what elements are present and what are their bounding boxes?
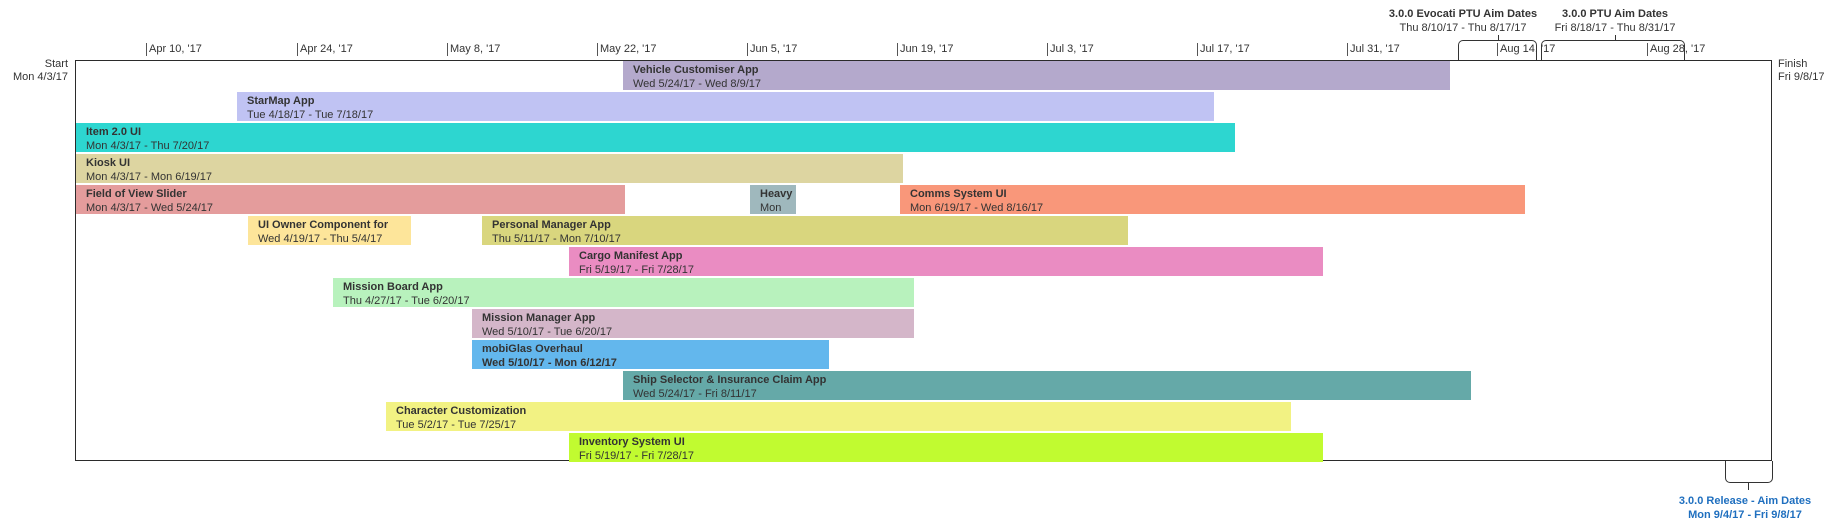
axis-tick-label: Jul 17, '17 [1200, 43, 1250, 55]
task-dates: Tue 5/2/17 - Tue 7/25/17 [396, 419, 517, 431]
gantt-chart-area: Vehicle Customiser App Wed 5/24/17 - Wed… [75, 60, 1772, 462]
task-bar-mission-manager-app[interactable]: Mission Manager App Wed 5/10/17 - Tue 6/… [472, 309, 914, 338]
task-bar-item-2-ui[interactable]: Item 2.0 UI Mon 4/3/17 - Thu 7/20/17 [76, 123, 1235, 152]
task-name: Personal Manager App [492, 219, 611, 231]
ptu-callout-dates: Fri 8/18/17 - Thu 8/31/17 [1554, 22, 1676, 34]
task-bar-starmap-app[interactable]: StarMap App Tue 4/18/17 - Tue 7/18/17 [237, 92, 1214, 121]
axis-tick-label: Apr 24, '17 [300, 43, 353, 55]
axis-tick-line [747, 43, 748, 56]
task-name: Field of View Slider [86, 188, 187, 200]
task-name: Cargo Manifest App [579, 250, 683, 262]
task-name: mobiGlas Overhaul [482, 343, 583, 355]
task-name: StarMap App [247, 95, 315, 107]
task-dates: Tue 4/18/17 - Tue 7/18/17 [247, 109, 374, 121]
task-bar-mission-board-app[interactable]: Mission Board App Thu 4/27/17 - Tue 6/20… [333, 278, 914, 307]
release-bracket [1725, 461, 1773, 483]
task-dates: Wed 5/10/17 - Tue 6/20/17 [482, 326, 613, 338]
task-name: Comms System UI [910, 188, 1007, 200]
task-bar-vehicle-customiser-app[interactable]: Vehicle Customiser App Wed 5/24/17 - Wed… [623, 61, 1450, 90]
task-dates: Fri 5/19/17 - Fri 7/28/17 [579, 264, 694, 276]
axis-tick-line [1047, 43, 1048, 56]
axis-tick-line [447, 43, 448, 56]
evocati-bracket [1458, 40, 1537, 61]
task-bar-comms-system-ui[interactable]: Comms System UI Mon 6/19/17 - Wed 8/16/1… [900, 185, 1525, 214]
task-dates: Wed 5/10/17 - Mon 6/12/17 [482, 357, 617, 369]
axis-tick-line [1347, 43, 1348, 56]
task-dates: Mon 6/19/17 - Wed 8/16/17 [910, 202, 1044, 214]
task-dates: Thu 4/27/17 - Tue 6/20/17 [343, 295, 470, 307]
task-name: Vehicle Customiser App [633, 64, 759, 76]
task-bar-ship-selector-insurance-claim-app[interactable]: Ship Selector & Insurance Claim App Wed … [623, 371, 1471, 400]
axis-tick-label: Jul 3, '17 [1050, 43, 1094, 55]
task-dates: Wed 4/19/17 - Thu 5/4/17 [258, 233, 383, 245]
axis-tick-label: Jul 31, '17 [1350, 43, 1400, 55]
task-bar-mobiglas-overhaul[interactable]: mobiGlas Overhaul Wed 5/10/17 - Mon 6/12… [472, 340, 829, 369]
task-dates: Wed 5/24/17 - Fri 8/11/17 [633, 388, 757, 400]
task-name: Item 2.0 UI [86, 126, 142, 138]
task-bar-field-of-view-slider[interactable]: Field of View Slider Mon 4/3/17 - Wed 5/… [76, 185, 625, 214]
evocati-callout[interactable]: 3.0.0 Evocati PTU Aim Dates Thu 8/10/17 … [1378, 7, 1548, 35]
task-dates: Fri 5/19/17 - Fri 7/28/17 [579, 450, 694, 462]
task-name: Character Customization [396, 405, 527, 417]
axis-tick-line [1197, 43, 1198, 56]
evocati-stem [1498, 35, 1499, 41]
finish-label: Finish [1778, 58, 1808, 70]
ptu-callout-title: 3.0.0 PTU Aim Dates [1562, 8, 1668, 20]
task-dates: Wed 5/24/17 - Wed 8/9/17 [633, 78, 762, 90]
axis-tick-line [597, 43, 598, 56]
task-bar-kiosk-ui[interactable]: Kiosk UI Mon 4/3/17 - Mon 6/19/17 [76, 154, 903, 183]
task-name: Ship Selector & Insurance Claim App [633, 374, 827, 386]
start-date: Mon 4/3/17 [12, 71, 68, 83]
task-name: Mission Board App [343, 281, 443, 293]
axis-tick-label: May 8, '17 [450, 43, 501, 55]
release-callout[interactable]: 3.0.0 Release - Aim Dates Mon 9/4/17 - F… [1660, 494, 1830, 522]
task-name: UI Owner Component for [258, 219, 389, 231]
release-callout-dates: Mon 9/4/17 - Fri 9/8/17 [1688, 509, 1802, 521]
task-bar-character-customization[interactable]: Character Customization Tue 5/2/17 - Tue… [386, 402, 1291, 431]
task-dates: Mon 4/3/17 - Wed 5/24/17 [86, 202, 213, 214]
task-bar-inventory-system-ui[interactable]: Inventory System UI Fri 5/19/17 - Fri 7/… [569, 433, 1323, 462]
task-bar-heavy[interactable]: Heavy Mon [750, 185, 796, 214]
task-dates: Mon 4/3/17 - Mon 6/19/17 [86, 171, 212, 183]
axis-tick-line [1647, 43, 1648, 56]
task-name: Inventory System UI [579, 436, 685, 448]
task-name: Heavy [760, 188, 793, 200]
task-dates: Mon [760, 202, 782, 214]
release-stem [1748, 483, 1749, 490]
axis-tick-label: Jun 5, '17 [750, 43, 798, 55]
axis-tick-label: Aug 28, '17 [1650, 43, 1706, 55]
ptu-bracket [1541, 40, 1685, 61]
start-marker: Start Mon 4/3/17 [0, 58, 68, 84]
ptu-stem [1615, 35, 1616, 41]
axis-tick-label: Apr 10, '17 [149, 43, 202, 55]
task-dates: Thu 5/11/17 - Mon 7/10/17 [492, 233, 621, 245]
axis-tick-line [1497, 43, 1498, 56]
task-bar-cargo-manifest-app[interactable]: Cargo Manifest App Fri 5/19/17 - Fri 7/2… [569, 247, 1323, 276]
task-bar-personal-manager-app[interactable]: Personal Manager App Thu 5/11/17 - Mon 7… [482, 216, 1128, 245]
task-name: Mission Manager App [482, 312, 596, 324]
ptu-callout[interactable]: 3.0.0 PTU Aim Dates Fri 8/18/17 - Thu 8/… [1540, 7, 1690, 35]
axis-tick-line [897, 43, 898, 56]
task-name: Kiosk UI [86, 157, 131, 169]
axis-tick-label: May 22, '17 [600, 43, 657, 55]
evocati-callout-dates: Thu 8/10/17 - Thu 8/17/17 [1399, 22, 1527, 34]
task-bar-ui-owner-component[interactable]: UI Owner Component for Wed 4/19/17 - Thu… [248, 216, 411, 245]
task-dates: Mon 4/3/17 - Thu 7/20/17 [86, 140, 210, 152]
release-callout-title: 3.0.0 Release - Aim Dates [1678, 495, 1812, 507]
finish-date: Fri 9/8/17 [1778, 71, 1825, 83]
evocati-callout-title: 3.0.0 Evocati PTU Aim Dates [1388, 8, 1538, 20]
axis-tick-line [297, 43, 298, 56]
axis-tick-line [146, 43, 147, 56]
finish-marker: Finish Fri 9/8/17 [1778, 58, 1824, 84]
axis-tick-label: Jun 19, '17 [900, 43, 954, 55]
start-label: Start [44, 58, 68, 70]
